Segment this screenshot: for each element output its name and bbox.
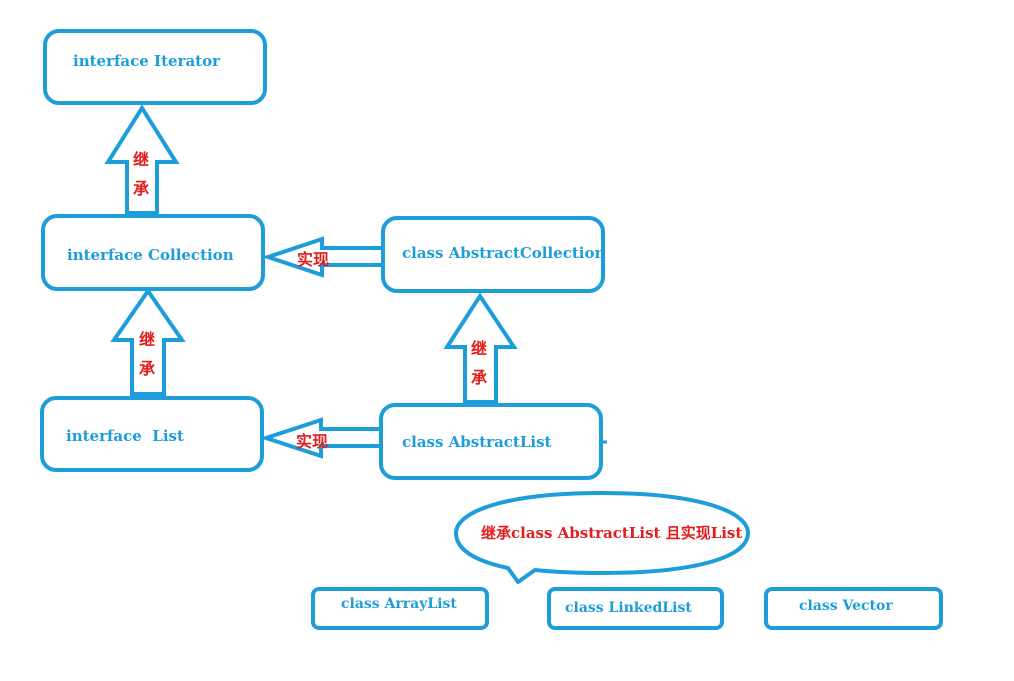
implement-arrow-abstractcollection-collection (261, 236, 386, 278)
inherit-label-char2-iterator: 承 (133, 179, 150, 198)
label-class-abstractlist: class AbstractList (402, 433, 552, 451)
label-class-abstractcollection: class AbstractCollection (402, 244, 606, 262)
node-class-arraylist (311, 587, 489, 630)
node-interface-collection (41, 214, 265, 291)
node-class-abstractcollection (381, 216, 605, 293)
label-class-vector: class Vector (799, 598, 893, 614)
label-class-arraylist: class ArrayList (341, 596, 457, 612)
implement-arrow-abstractlist-list (259, 417, 383, 459)
label-class-linkedlist: class LinkedList (565, 600, 692, 616)
implement-label-list: 实现 (296, 432, 329, 451)
implement-label-collection: 实现 (297, 250, 330, 269)
inherit-label-char2-abstractcollection: 承 (471, 368, 488, 387)
inherit-label-char1-iterator: 继 (133, 150, 150, 169)
inherit-arrow-list-collection (110, 287, 186, 396)
inherit-label-char2-collection: 承 (139, 359, 156, 378)
inherit-label-char1-collection: 继 (139, 330, 156, 349)
node-class-abstractlist (379, 403, 603, 480)
label-interface-list: interface List (66, 427, 184, 445)
inherit-arrow-collection-iterator (104, 104, 180, 215)
node-class-linkedlist (547, 587, 724, 630)
label-interface-iterator: interface Iterator (73, 52, 220, 70)
inherit-arrow-abstractlist-abstractcollection (443, 292, 518, 404)
inherit-label-char1-abstractcollection: 继 (471, 339, 488, 358)
node-class-vector (764, 587, 943, 630)
callout-bubble-shape (454, 491, 750, 584)
label-interface-collection: interface Collection (67, 246, 234, 264)
callout-text: 继承class AbstractList 且实现List (481, 524, 743, 542)
node-interface-list (40, 396, 264, 472)
node-interface-iterator (43, 29, 267, 105)
